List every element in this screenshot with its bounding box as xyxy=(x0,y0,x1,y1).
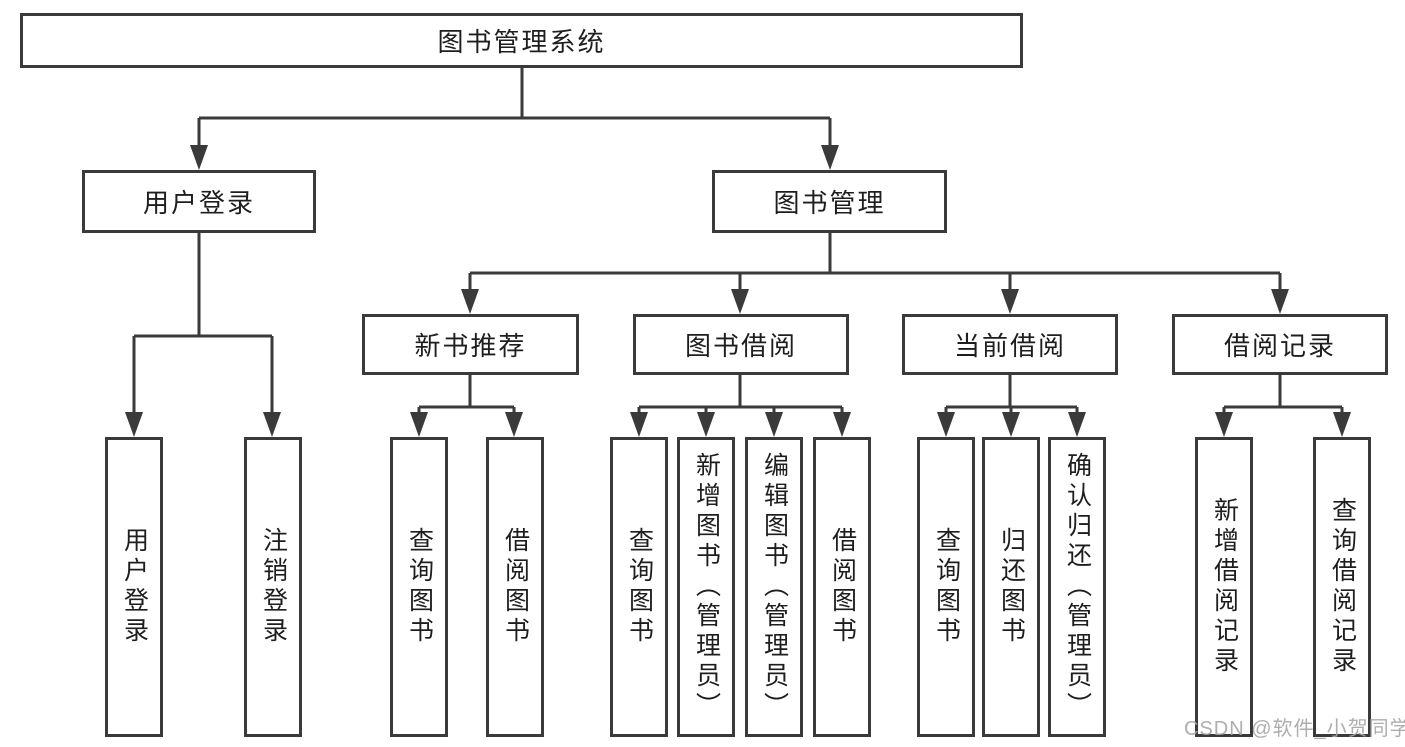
connector-book-borrow xyxy=(637,375,844,419)
leaf-borrow-query-label: 查询图书 xyxy=(625,527,654,647)
connector-borrow-records xyxy=(1222,375,1344,419)
leaf-logout: 注销登录 xyxy=(244,437,302,737)
node-borrow-records-label: 借阅记录 xyxy=(1223,331,1336,361)
leaf-borrow-add: 新增图书（管理员） xyxy=(677,437,735,737)
leaf-borrow-borrow-label: 借阅图书 xyxy=(828,527,857,647)
leaf-current-query-label: 查询图书 xyxy=(932,527,961,647)
arrowheads xyxy=(125,145,1351,437)
leaf-current-confirm: 确认归还（管理员） xyxy=(1048,437,1106,737)
node-root-label: 图书管理系统 xyxy=(437,27,606,57)
connector-book-mgmt xyxy=(468,233,1282,294)
connector-new-books xyxy=(417,375,516,419)
node-book-borrow-label: 图书借阅 xyxy=(684,331,797,361)
node-current-borrow-label: 当前借阅 xyxy=(953,331,1066,361)
node-user-login: 用户登录 xyxy=(82,170,316,233)
node-book-mgmt: 图书管理 xyxy=(712,170,947,233)
leaf-user-login: 用户登录 xyxy=(105,437,163,737)
connector-user-login xyxy=(132,233,274,417)
leaf-borrow-edit: 编辑图书（管理员） xyxy=(745,437,803,737)
leaf-newbooks-borrow-label: 借阅图书 xyxy=(501,527,530,647)
connector-root xyxy=(197,68,832,150)
leaf-newbooks-query: 查询图书 xyxy=(390,437,448,737)
leaf-records-query: 查询借阅记录 xyxy=(1313,437,1371,737)
leaf-logout-label: 注销登录 xyxy=(259,527,288,647)
leaf-records-query-label: 查询借阅记录 xyxy=(1328,497,1357,677)
node-new-books-label: 新书推荐 xyxy=(414,331,527,361)
leaf-borrow-add-label: 新增图书（管理员） xyxy=(692,452,721,722)
node-root: 图书管理系统 xyxy=(20,13,1023,68)
leaf-user-login-label: 用户登录 xyxy=(120,527,149,647)
leaf-current-confirm-label: 确认归还（管理员） xyxy=(1063,452,1092,722)
csdn-watermark: CSDN @软件_小贺同学 xyxy=(1184,718,1405,740)
leaf-newbooks-query-label: 查询图书 xyxy=(405,527,434,647)
leaf-borrow-edit-label: 编辑图书（管理员） xyxy=(760,452,789,722)
node-current-borrow: 当前借阅 xyxy=(902,314,1118,375)
leaf-borrow-query: 查询图书 xyxy=(610,437,668,737)
leaf-borrow-borrow: 借阅图书 xyxy=(813,437,871,737)
leaf-current-return: 归还图书 xyxy=(982,437,1040,737)
leaf-newbooks-borrow: 借阅图书 xyxy=(486,437,544,737)
node-book-borrow: 图书借阅 xyxy=(633,314,849,375)
leaf-current-query: 查询图书 xyxy=(917,437,975,737)
leaf-current-return-label: 归还图书 xyxy=(997,527,1026,647)
node-user-login-label: 用户登录 xyxy=(142,188,255,218)
node-borrow-records: 借阅记录 xyxy=(1172,314,1388,375)
leaf-records-add-label: 新增借阅记录 xyxy=(1210,497,1239,677)
node-new-books: 新书推荐 xyxy=(362,314,579,375)
node-book-mgmt-label: 图书管理 xyxy=(773,188,886,218)
leaf-records-add: 新增借阅记录 xyxy=(1195,437,1253,737)
